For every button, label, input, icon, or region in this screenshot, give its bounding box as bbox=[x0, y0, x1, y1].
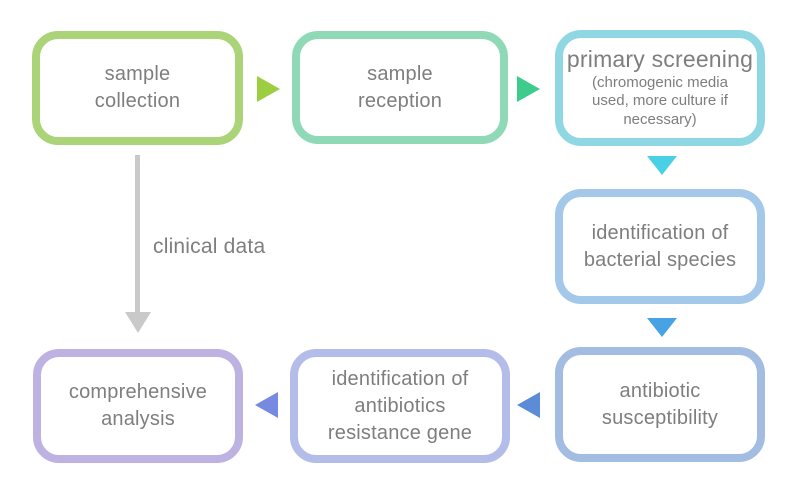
node-primary-screening: primary screening (chromogenic media use… bbox=[555, 30, 765, 146]
node-comprehensive-analysis: comprehensive analysis bbox=[33, 349, 243, 463]
node-primary-screening-sublabel: (chromogenic media used, more culture if… bbox=[592, 73, 728, 129]
arrow-left-icon bbox=[517, 392, 540, 418]
arrow-right-icon bbox=[517, 76, 540, 102]
clinical-data-label: clinical data bbox=[153, 235, 266, 258]
arrow-down-icon bbox=[647, 318, 677, 337]
arrow-down-icon bbox=[125, 312, 151, 333]
connector-line bbox=[135, 155, 140, 313]
node-identification-of-antibiotics-resistance-gene-label: identification of antibiotics resistance… bbox=[327, 367, 473, 444]
node-antibiotic-susceptibility: antibiotic susceptibility bbox=[555, 347, 765, 462]
node-antibiotic-susceptibility-label: antibiotic susceptibility bbox=[601, 379, 719, 429]
arrow-down-icon bbox=[647, 156, 677, 175]
node-primary-screening-title: primary screening bbox=[566, 46, 754, 73]
node-sample-collection-label: sample collection bbox=[94, 63, 181, 112]
node-identification-of-antibiotics-resistance-gene: identification of antibiotics resistance… bbox=[290, 349, 510, 463]
arrow-left-icon bbox=[255, 392, 278, 418]
node-sample-collection: sample collection bbox=[32, 31, 243, 145]
node-identification-of-bacterial-species: identification of bacterial species bbox=[555, 189, 765, 304]
node-sample-reception-label: sample reception bbox=[357, 62, 443, 112]
arrow-right-icon bbox=[257, 76, 280, 102]
node-sample-reception: sample reception bbox=[292, 31, 508, 144]
node-comprehensive-analysis-label: comprehensive analysis bbox=[68, 381, 208, 430]
node-identification-of-bacterial-species-label: identification of bacterial species bbox=[583, 221, 737, 271]
